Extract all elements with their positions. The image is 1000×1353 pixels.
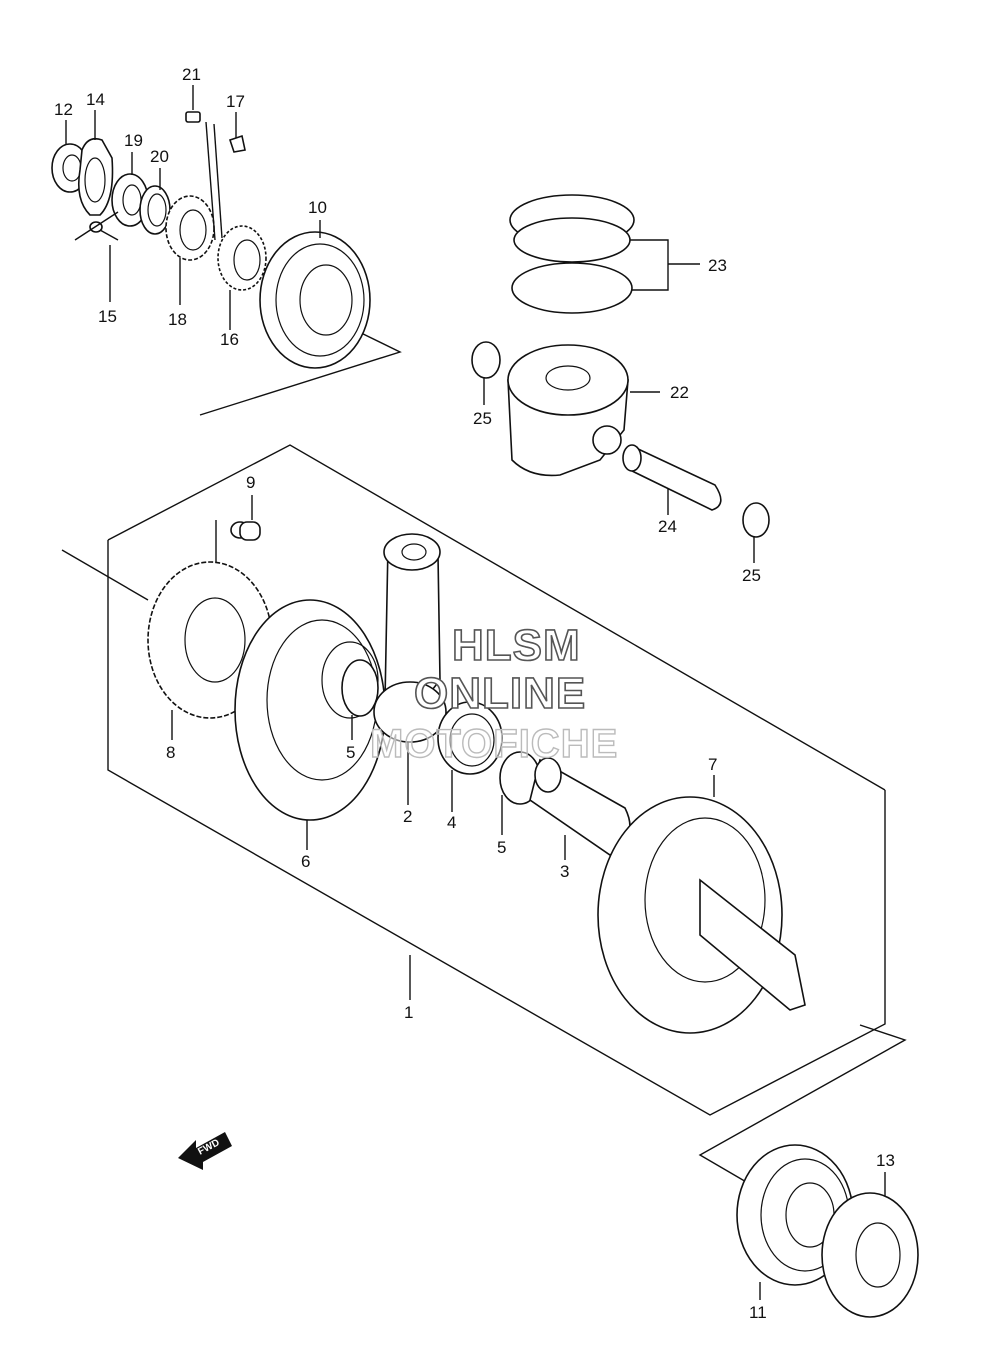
callout-15[interactable]: 15 bbox=[98, 307, 117, 326]
callout-14[interactable]: 14 bbox=[86, 90, 105, 109]
callout-17[interactable]: 17 bbox=[226, 92, 245, 111]
part-bearing-10[interactable] bbox=[259, 231, 371, 369]
callout-7[interactable]: 7 bbox=[708, 755, 717, 774]
part-circlip-25-upper[interactable] bbox=[471, 341, 501, 405]
part-flywheel-7[interactable] bbox=[597, 775, 806, 1034]
callout-16[interactable]: 16 bbox=[220, 330, 239, 349]
part-crank-pin-3[interactable] bbox=[529, 757, 631, 860]
callout-6[interactable]: 6 bbox=[301, 852, 310, 871]
callout-25-lower[interactable]: 25 bbox=[742, 566, 761, 585]
callout-19[interactable]: 19 bbox=[124, 131, 143, 150]
part-flywheel-6[interactable] bbox=[234, 599, 386, 850]
part-circlip-25-lower[interactable] bbox=[742, 502, 770, 563]
watermark: HLSM ONLINE MOTOFICHE bbox=[369, 620, 618, 767]
callout-20[interactable]: 20 bbox=[150, 147, 169, 166]
part-gear-18[interactable] bbox=[165, 195, 215, 261]
fwd-arrow-icon: FWD bbox=[178, 1132, 232, 1170]
leader-lines bbox=[65, 85, 321, 520]
part-screw-15[interactable] bbox=[74, 211, 119, 241]
watermark-line3: MOTOFICHE bbox=[370, 722, 618, 766]
part-needle-bearing-4[interactable] bbox=[437, 701, 503, 812]
callout-25-upper[interactable]: 25 bbox=[473, 409, 492, 428]
callouts: 1 2 3 4 5 5 6 7 8 9 10 11 13 12 14 15 16… bbox=[54, 65, 895, 1322]
callout-4[interactable]: 4 bbox=[447, 813, 456, 832]
callout-12[interactable]: 12 bbox=[54, 100, 73, 119]
part-gear-16[interactable] bbox=[217, 225, 267, 291]
part-clip-17[interactable] bbox=[228, 134, 246, 153]
part-plate-14[interactable] bbox=[77, 137, 114, 216]
callout-24[interactable]: 24 bbox=[658, 517, 677, 536]
callout-13[interactable]: 13 bbox=[876, 1151, 895, 1170]
callout-9[interactable]: 9 bbox=[246, 473, 255, 492]
part-piston-22[interactable] bbox=[507, 344, 660, 477]
callout-1[interactable]: 1 bbox=[404, 1003, 413, 1022]
part-piston-rings-23[interactable] bbox=[509, 194, 700, 314]
callout-11[interactable]: 11 bbox=[749, 1303, 767, 1322]
part-connecting-rod-2[interactable] bbox=[373, 533, 447, 805]
callout-5-right[interactable]: 5 bbox=[497, 838, 506, 857]
callout-8[interactable]: 8 bbox=[166, 743, 175, 762]
part-pin-9[interactable] bbox=[215, 520, 261, 600]
watermark-line2: ONLINE bbox=[414, 669, 586, 718]
callout-2[interactable]: 2 bbox=[403, 807, 412, 826]
assembly-frame bbox=[61, 329, 907, 1191]
part-washer-5-left[interactable] bbox=[341, 659, 379, 740]
part-washer-20[interactable] bbox=[139, 185, 171, 235]
callout-5-left[interactable]: 5 bbox=[346, 743, 355, 762]
part-oil-seal-13[interactable] bbox=[821, 1172, 919, 1318]
callout-10[interactable]: 10 bbox=[308, 198, 327, 217]
callout-3[interactable]: 3 bbox=[560, 862, 569, 881]
callout-21[interactable]: 21 bbox=[182, 65, 201, 84]
part-key-21[interactable] bbox=[185, 111, 223, 241]
callout-22[interactable]: 22 bbox=[670, 383, 689, 402]
part-piston-pin-24[interactable] bbox=[622, 444, 722, 515]
callout-23[interactable]: 23 bbox=[708, 256, 727, 275]
watermark-line1: HLSM bbox=[452, 621, 581, 670]
callout-18[interactable]: 18 bbox=[168, 310, 187, 329]
